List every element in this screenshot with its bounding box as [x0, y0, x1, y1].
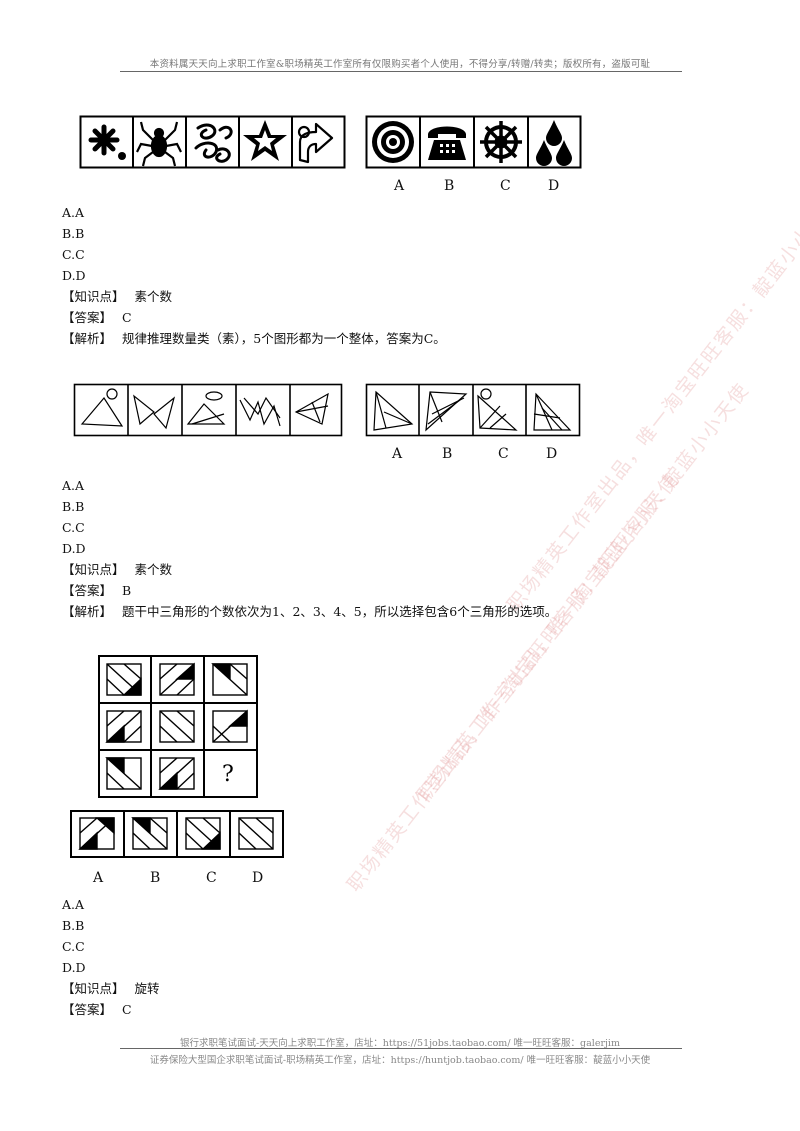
telephone-icon	[428, 126, 466, 160]
footer-line-2: 证券保险大型国企求职笔试面试-职场精英工作室，店址：https://huntjo…	[149, 1055, 651, 1066]
star-icon	[243, 120, 287, 161]
watermark: 职场精英工作室出品，唯一淘宝旺旺客服：靛蓝小小天使	[343, 468, 684, 897]
q2-option-label-a: A	[392, 446, 403, 462]
q1-option-label-a: A	[394, 178, 405, 194]
swirl-ornament-icon	[194, 123, 233, 163]
analysis-label: 【解析】	[62, 604, 113, 619]
q3-options-figure	[70, 810, 284, 858]
watermark: 职场精英工作室出品，唯一淘宝旺旺客服：靛蓝小小天使	[413, 378, 754, 807]
answer-value: B	[122, 583, 132, 598]
q1-answer-row: 【答案】 C	[62, 310, 132, 326]
q3-knowledge-row: 【知识点】 旋转	[62, 981, 160, 997]
q1-option-label-b: B	[444, 178, 455, 194]
q2-option-label-b: B	[442, 446, 453, 462]
answer-label: 【答案】	[62, 583, 113, 598]
ship-wheel-icon	[480, 121, 522, 163]
q3-answer-row: 【答案】 C	[62, 1002, 132, 1018]
q3-choice-d[interactable]: D.D	[62, 960, 86, 975]
page-header-notice: 本资料属天天向上求职工作室&职场精英工作室所有仅限购买者个人使用，不得分享/转赠…	[149, 59, 651, 70]
q1-options-figure	[365, 115, 582, 169]
q2-option-label-d: D	[546, 446, 558, 462]
q3-option-label-a: A	[93, 870, 104, 886]
question-mark: ?	[222, 762, 234, 787]
answer-value: C	[122, 1002, 132, 1017]
target-icon	[372, 121, 414, 163]
q1-option-label-c: C	[500, 178, 511, 194]
answer-label: 【答案】	[62, 1002, 113, 1017]
knowledge-label: 【知识点】	[62, 562, 125, 577]
knowledge-value: 素个数	[134, 289, 173, 304]
analysis-value: 题干中三角形的个数依次为1、2、3、4、5，所以选择包含6个三角形的选项。	[122, 604, 558, 619]
small-star-icon	[118, 152, 126, 160]
knowledge-label: 【知识点】	[62, 981, 125, 996]
knowledge-label: 【知识点】	[62, 289, 125, 304]
q1-option-label-d: D	[548, 178, 560, 194]
q2-choice-c[interactable]: C.C	[62, 520, 85, 535]
q2-options-figure	[365, 383, 581, 437]
q2-option-label-c: C	[498, 446, 509, 462]
analysis-label: 【解析】	[62, 331, 113, 346]
footer-rule	[120, 1048, 682, 1049]
knowledge-value: 旋转	[134, 981, 160, 996]
q1-choice-b[interactable]: B.B	[62, 226, 85, 241]
q3-stem-grid: ?	[98, 655, 258, 798]
q1-choice-c[interactable]: C.C	[62, 247, 85, 262]
q2-answer-row: 【答案】 B	[62, 583, 131, 599]
knowledge-value: 素个数	[134, 562, 173, 577]
answer-label: 【答案】	[62, 310, 113, 325]
q1-choice-a[interactable]: A.A	[62, 205, 85, 220]
spider-icon	[136, 121, 182, 167]
q2-knowledge-row: 【知识点】 素个数	[62, 562, 172, 578]
q3-choice-b[interactable]: B.B	[62, 918, 85, 933]
q2-choice-a[interactable]: A.A	[62, 478, 85, 493]
q2-analysis-row: 【解析】 题干中三角形的个数依次为1、2、3、4、5，所以选择包含6个三角形的选…	[62, 604, 557, 620]
arrow-icon	[297, 122, 334, 164]
answer-value: C	[122, 310, 132, 325]
q1-choice-d[interactable]: D.D	[62, 268, 86, 283]
header-rule	[120, 71, 682, 72]
drops-icon	[536, 120, 572, 166]
analysis-value: 规律推理数量类（素），5个图形都为一个整体，答案为C。	[122, 331, 446, 346]
q2-choice-d[interactable]: D.D	[62, 541, 86, 556]
q3-option-label-d: D	[252, 870, 264, 886]
q1-analysis-row: 【解析】 规律推理数量类（素），5个图形都为一个整体，答案为C。	[62, 331, 446, 347]
q2-stem-figure	[73, 383, 343, 437]
footer-line-1: 银行求职笔试面试-天天向上求职工作室，店址：https://51jobs.tao…	[180, 1038, 620, 1049]
q2-choice-b[interactable]: B.B	[62, 499, 85, 514]
q3-option-label-c: C	[206, 870, 217, 886]
q1-stem-figure	[79, 115, 346, 169]
asterisk-shape-icon	[88, 124, 120, 156]
q1-knowledge-row: 【知识点】 素个数	[62, 289, 172, 305]
q3-choice-c[interactable]: C.C	[62, 939, 85, 954]
q3-option-label-b: B	[150, 870, 161, 886]
q3-choice-a[interactable]: A.A	[62, 897, 85, 912]
